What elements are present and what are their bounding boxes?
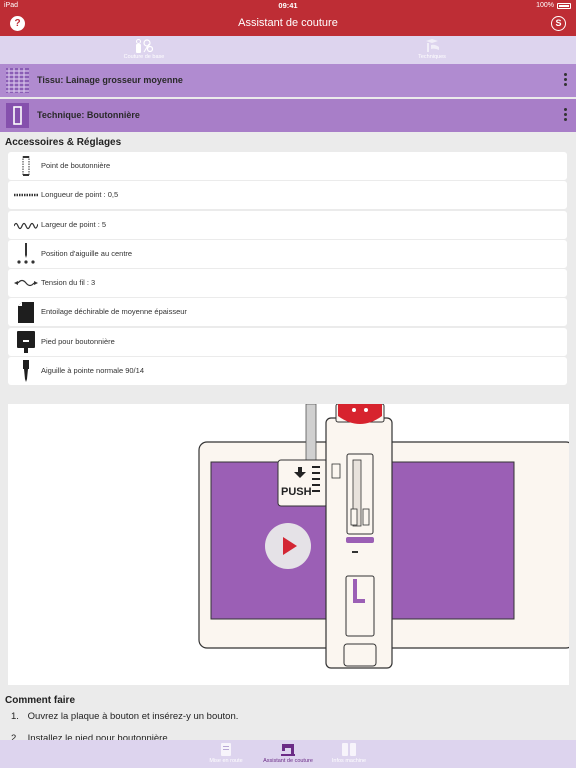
stitch-length-icon: [13, 184, 38, 206]
sewing-machine-icon: [281, 744, 295, 756]
status-bar: iPad 09:41 100%: [0, 0, 576, 12]
stabilizer-icon: [13, 301, 38, 323]
tab-infos-machine[interactable]: Infos machine: [314, 740, 384, 768]
accessories-list: Point de boutonnière Longueur de point :…: [8, 152, 567, 386]
tab-label: Infos machine: [331, 758, 367, 764]
needle-icon: [13, 360, 38, 383]
tab-mise-en-route[interactable]: Mise en route: [191, 740, 261, 768]
tab-label: Assistant de couture: [263, 758, 313, 764]
fabric-selector[interactable]: Tissu: Lainage grosseur moyenne: [0, 64, 576, 97]
list-item: Aiguille à pointe normale 90/14: [8, 357, 567, 386]
fabric-label: Tissu: Lainage grosseur moyenne: [37, 75, 183, 85]
needle-position-icon: [13, 242, 38, 265]
push-label: PUSH: [281, 486, 312, 498]
accessory-label: Position d'aiguille au centre: [41, 248, 133, 258]
battery-percent: 100%: [536, 2, 554, 9]
bottom-tab-bar: Mise en route Assistant de couture Infos…: [0, 740, 576, 768]
tab-techniques[interactable]: Techniques: [288, 36, 576, 64]
buttonhole-foot-illustration: PUSH: [198, 404, 569, 669]
list-item: Largeur de point : 5: [8, 210, 567, 239]
tab-label: Couture de base: [123, 54, 165, 60]
accessory-label: Entoilage déchirable de moyenne épaisseu…: [41, 307, 187, 317]
sewing-basics-icon: [136, 39, 153, 53]
step-number: 2.: [11, 733, 19, 744]
tab-label: Mise en route: [209, 758, 243, 764]
more-options-icon[interactable]: [562, 107, 568, 123]
tab-assistant-de-couture[interactable]: Assistant de couture: [253, 740, 323, 768]
step-text: Installez le pied pour boutonnière.: [27, 733, 171, 744]
list-item: Entoilage déchirable de moyenne épaisseu…: [8, 298, 567, 327]
accessory-label: Pied pour boutonnière: [41, 336, 115, 346]
fabric-swatch-icon: [6, 68, 29, 93]
play-button[interactable]: [265, 523, 311, 569]
accessory-label: Point de boutonnière: [41, 161, 111, 170]
battery-icon: [557, 2, 571, 9]
list-item: Pied pour boutonnière: [8, 327, 567, 356]
technique-label: Technique: Boutonnière: [37, 110, 140, 120]
accessory-label: Tension du fil : 3: [41, 278, 96, 288]
techniques-icon: [426, 39, 439, 52]
accessory-label: Largeur de point : 5: [41, 219, 107, 229]
step-text: Ouvrez la plaque à bouton et insérez-y u…: [27, 711, 239, 722]
segment-tabs: Couture de base Techniques: [0, 36, 576, 64]
list-item: Tension du fil : 3: [8, 269, 567, 298]
more-options-icon[interactable]: [562, 72, 568, 88]
buttonhole-stitch-icon: [13, 155, 38, 177]
machine-info-icon: [342, 743, 356, 756]
thread-tension-icon: [13, 272, 38, 294]
tab-couture-de-base[interactable]: Couture de base: [0, 36, 288, 64]
howto-title: Comment faire: [5, 695, 76, 706]
page-title: Assistant de couture: [238, 17, 338, 29]
accessory-label: Aiguille à pointe normale 90/14: [41, 366, 144, 376]
list-item: 2. Installez le pied pour boutonnière.: [11, 733, 170, 744]
technique-selector[interactable]: Technique: Boutonnière: [0, 99, 576, 132]
accessory-label: Longueur de point : 0,5: [41, 190, 119, 200]
list-item: Longueur de point : 0,5: [8, 181, 567, 210]
status-time: 09:41: [278, 1, 298, 10]
buttonhole-technique-icon: [6, 103, 29, 128]
device-name: iPad: [4, 2, 19, 9]
buttonhole-foot-icon: [13, 330, 38, 353]
help-button[interactable]: ?: [10, 16, 25, 31]
book-icon: [221, 743, 231, 756]
list-item: Position d'aiguille au centre: [8, 239, 567, 268]
list-item: 1. Ouvrez la plaque à bouton et insérez-…: [11, 711, 238, 722]
list-item: Point de boutonnière: [8, 152, 567, 180]
step-number: 1.: [11, 711, 19, 722]
accessories-title: Accessoires & Réglages: [5, 137, 122, 148]
stitch-width-icon: [13, 214, 38, 236]
battery-status: 100%: [536, 2, 571, 9]
settings-button[interactable]: S: [551, 16, 566, 31]
tab-label: Techniques: [418, 54, 446, 60]
nav-bar: ? Assistant de couture S: [0, 12, 576, 36]
tutorial-video[interactable]: PUSH: [8, 404, 569, 685]
